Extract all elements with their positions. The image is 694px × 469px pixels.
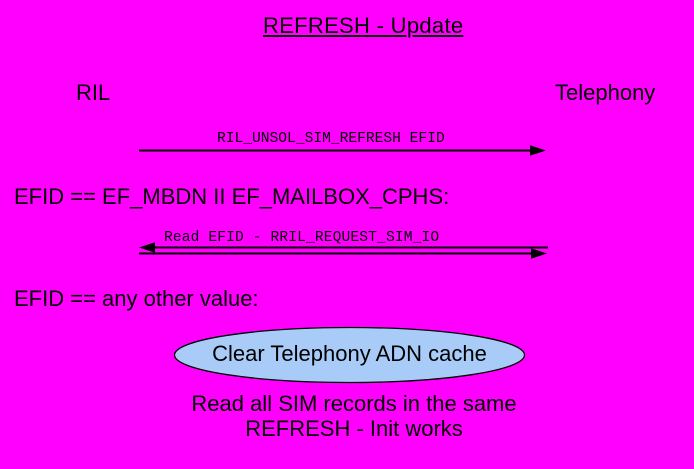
message2-return-arrow — [139, 242, 548, 253]
condition1-text: EFID == EF_MBDN II EF_MAILBOX_CPHS: — [14, 183, 450, 209]
note-line-2: REFRESH - Init works — [245, 415, 463, 441]
message2-arrowhead-right-icon — [531, 248, 547, 259]
action-bubble-ellipse — [173, 326, 526, 384]
actor-left-label: RIL — [76, 79, 111, 105]
note-line-1: Read all SIM records in the same — [191, 390, 517, 416]
actor-right-label: Telephony — [555, 79, 656, 105]
page-title: REFRESH - Update — [263, 12, 464, 38]
message1-label: RIL_UNSOL_SIM_REFRESH EFID — [217, 131, 445, 148]
message2-request-arrow — [139, 248, 547, 259]
message2-label: Read EFID - RRIL_REQUEST_SIM_IO — [164, 229, 440, 246]
condition2-text: EFID == any other value: — [14, 285, 259, 311]
note-text: Read all SIM records in the same REFRESH… — [104, 391, 604, 441]
message1-arrow — [139, 145, 546, 156]
message1-arrowhead-right-icon — [530, 145, 546, 156]
message2-arrowhead-left-icon — [139, 242, 155, 253]
action-bubble-label: Clear Telephony ADN cache — [212, 341, 487, 367]
